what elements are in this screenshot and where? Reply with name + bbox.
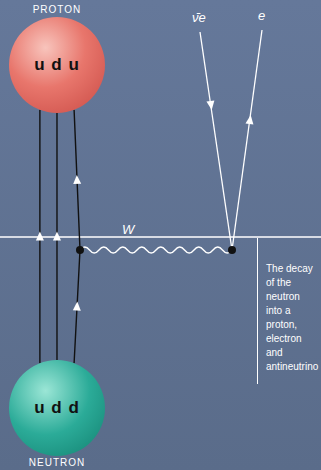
particle-sphere: u d u	[9, 17, 105, 113]
antineutrino-line	[200, 32, 232, 250]
arrow-head	[245, 115, 254, 125]
arrow-head	[206, 100, 215, 110]
particle-label: W	[122, 222, 134, 238]
arrow-head	[73, 175, 81, 184]
arrow-head	[73, 301, 81, 310]
quark-content: u d d	[34, 398, 80, 418]
arrow-head	[53, 232, 61, 241]
particle-node: PROTON u d u	[9, 3, 105, 113]
quark-path	[74, 110, 80, 363]
caption-panel: The decay of the neutron into a proton, …	[257, 238, 318, 384]
quark-line	[36, 110, 44, 363]
particle-name: NEUTRON	[9, 456, 105, 470]
quark-content: u d u	[34, 55, 80, 75]
quark-line	[73, 110, 81, 363]
particle-label: e	[258, 8, 265, 24]
quark-line	[53, 113, 61, 360]
particle-name: PROTON	[9, 3, 105, 17]
particle-sphere: u d d	[9, 360, 105, 456]
figure-caption: The decay of the neutron into a proton, …	[266, 262, 318, 374]
particle-label: ν̄e	[192, 10, 206, 26]
w-boson-wave	[80, 247, 232, 253]
particle-node: u d d NEUTRON	[9, 360, 105, 470]
electron-line	[232, 30, 262, 250]
vertex-dot	[228, 246, 236, 254]
arrow-head	[36, 232, 44, 241]
